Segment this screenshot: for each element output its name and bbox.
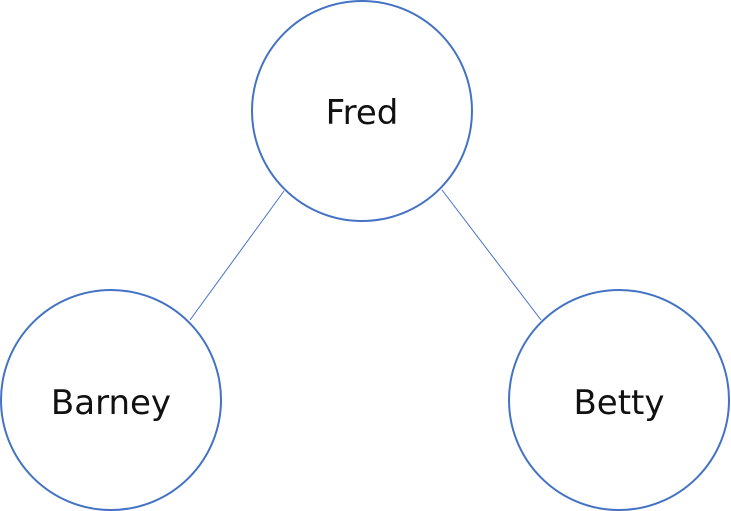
node-fred-label: Fred [326,93,399,133]
node-betty-circle [508,289,730,511]
edge-fred-betty [441,189,542,321]
node-betty-label: Betty [573,383,664,423]
edges [189,189,542,321]
node-barney: Barney [0,289,222,511]
node-fred-circle [251,0,473,222]
node-barney-label: Barney [51,383,171,423]
node-barney-circle [0,289,222,511]
node-fred: Fred [251,0,473,222]
node-betty: Betty [508,289,730,511]
edge-fred-barney [189,190,285,321]
